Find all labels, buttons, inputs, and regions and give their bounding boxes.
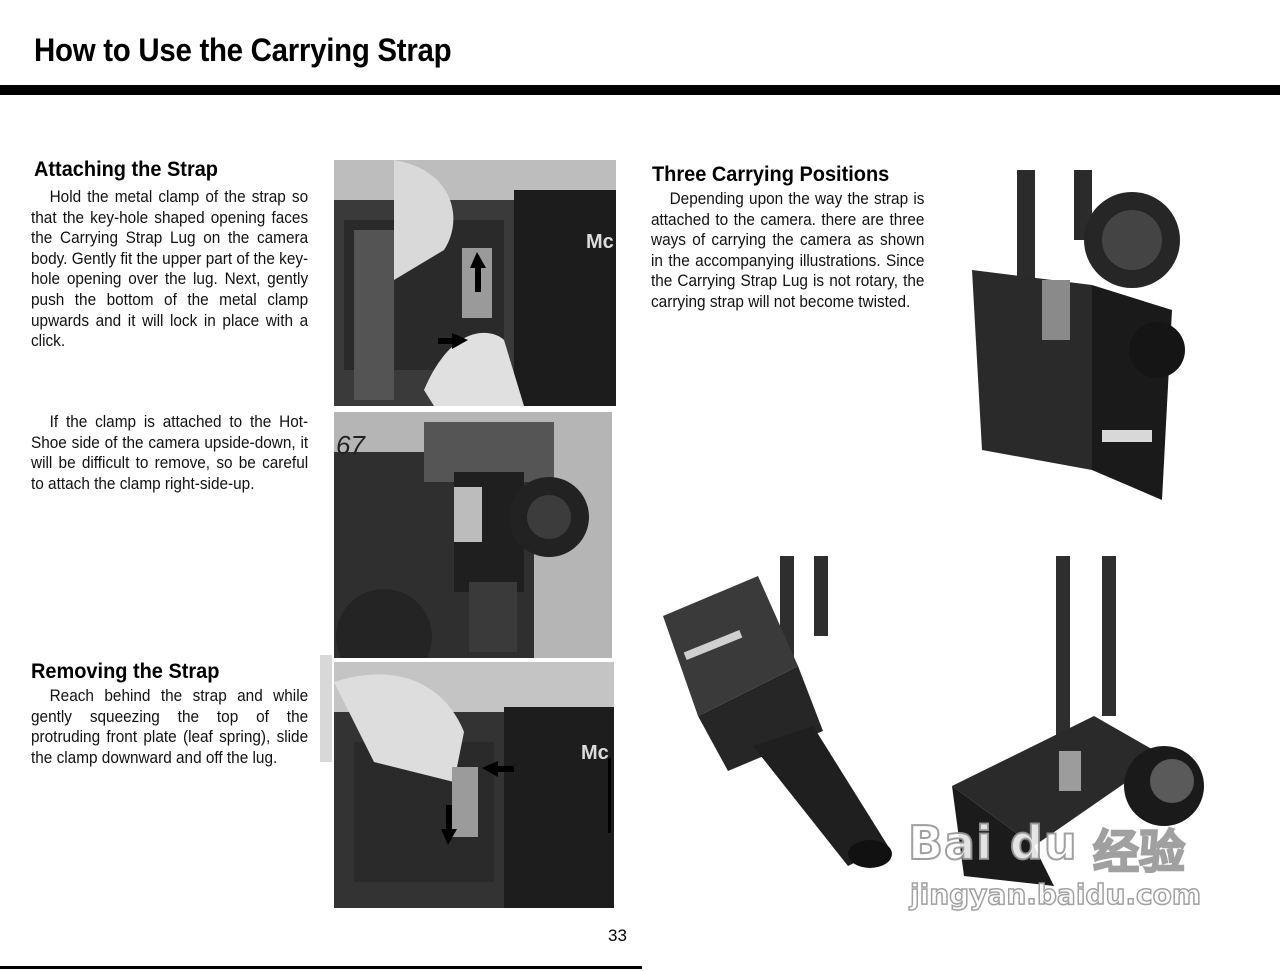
photo-removing-clamp: Mc bbox=[334, 662, 614, 908]
positions-paragraph: Depending upon the way the strap is atta… bbox=[651, 189, 924, 313]
attaching-paragraph-2-text: If the clamp is attached to the Hot-Shoe… bbox=[31, 413, 309, 493]
positions-heading: Three Carrying Positions bbox=[652, 163, 890, 186]
removing-paragraph-text: Reach behind the strap and while gently … bbox=[31, 687, 309, 767]
photo-brand-label-top: Mc bbox=[586, 231, 614, 253]
photo-attaching-clamp: Mc bbox=[334, 160, 616, 406]
photo-carry-position-2 bbox=[648, 556, 906, 874]
baidu-watermark: Bai du 经验 jingyan.baidu.com bbox=[907, 812, 1208, 922]
title-divider bbox=[0, 85, 1280, 95]
photo-carry-position-1 bbox=[962, 170, 1212, 520]
page-number: 33 bbox=[608, 926, 627, 945]
photo-model-label: 67 bbox=[336, 430, 366, 460]
attaching-paragraph-1-text: Hold the metal clamp of the strap so tha… bbox=[31, 188, 309, 351]
page-title: How to Use the Carrying Strap bbox=[34, 32, 452, 68]
attaching-paragraph-2: If the clamp is attached to the Hot-Shoe… bbox=[31, 412, 308, 494]
photo-carry-position-3 bbox=[944, 556, 1210, 886]
scan-edge-bar bbox=[320, 655, 332, 762]
removing-paragraph: Reach behind the strap and while gently … bbox=[31, 686, 308, 768]
removing-heading: Removing the Strap bbox=[31, 660, 220, 683]
attaching-heading: Attaching the Strap bbox=[34, 158, 219, 181]
photo-hotshoe-side: 67 bbox=[334, 412, 612, 658]
watermark-url: jingyan.baidu.com bbox=[909, 877, 1202, 912]
attaching-paragraph-1: Hold the metal clamp of the strap so tha… bbox=[31, 187, 308, 352]
watermark-cn: 经验 bbox=[1092, 824, 1186, 880]
positions-paragraph-text: Depending upon the way the strap is atta… bbox=[651, 190, 925, 311]
bottom-divider bbox=[0, 966, 642, 969]
photo-brand-label-bottom: Mc bbox=[581, 742, 609, 764]
watermark-brand: Bai du bbox=[907, 815, 1078, 871]
